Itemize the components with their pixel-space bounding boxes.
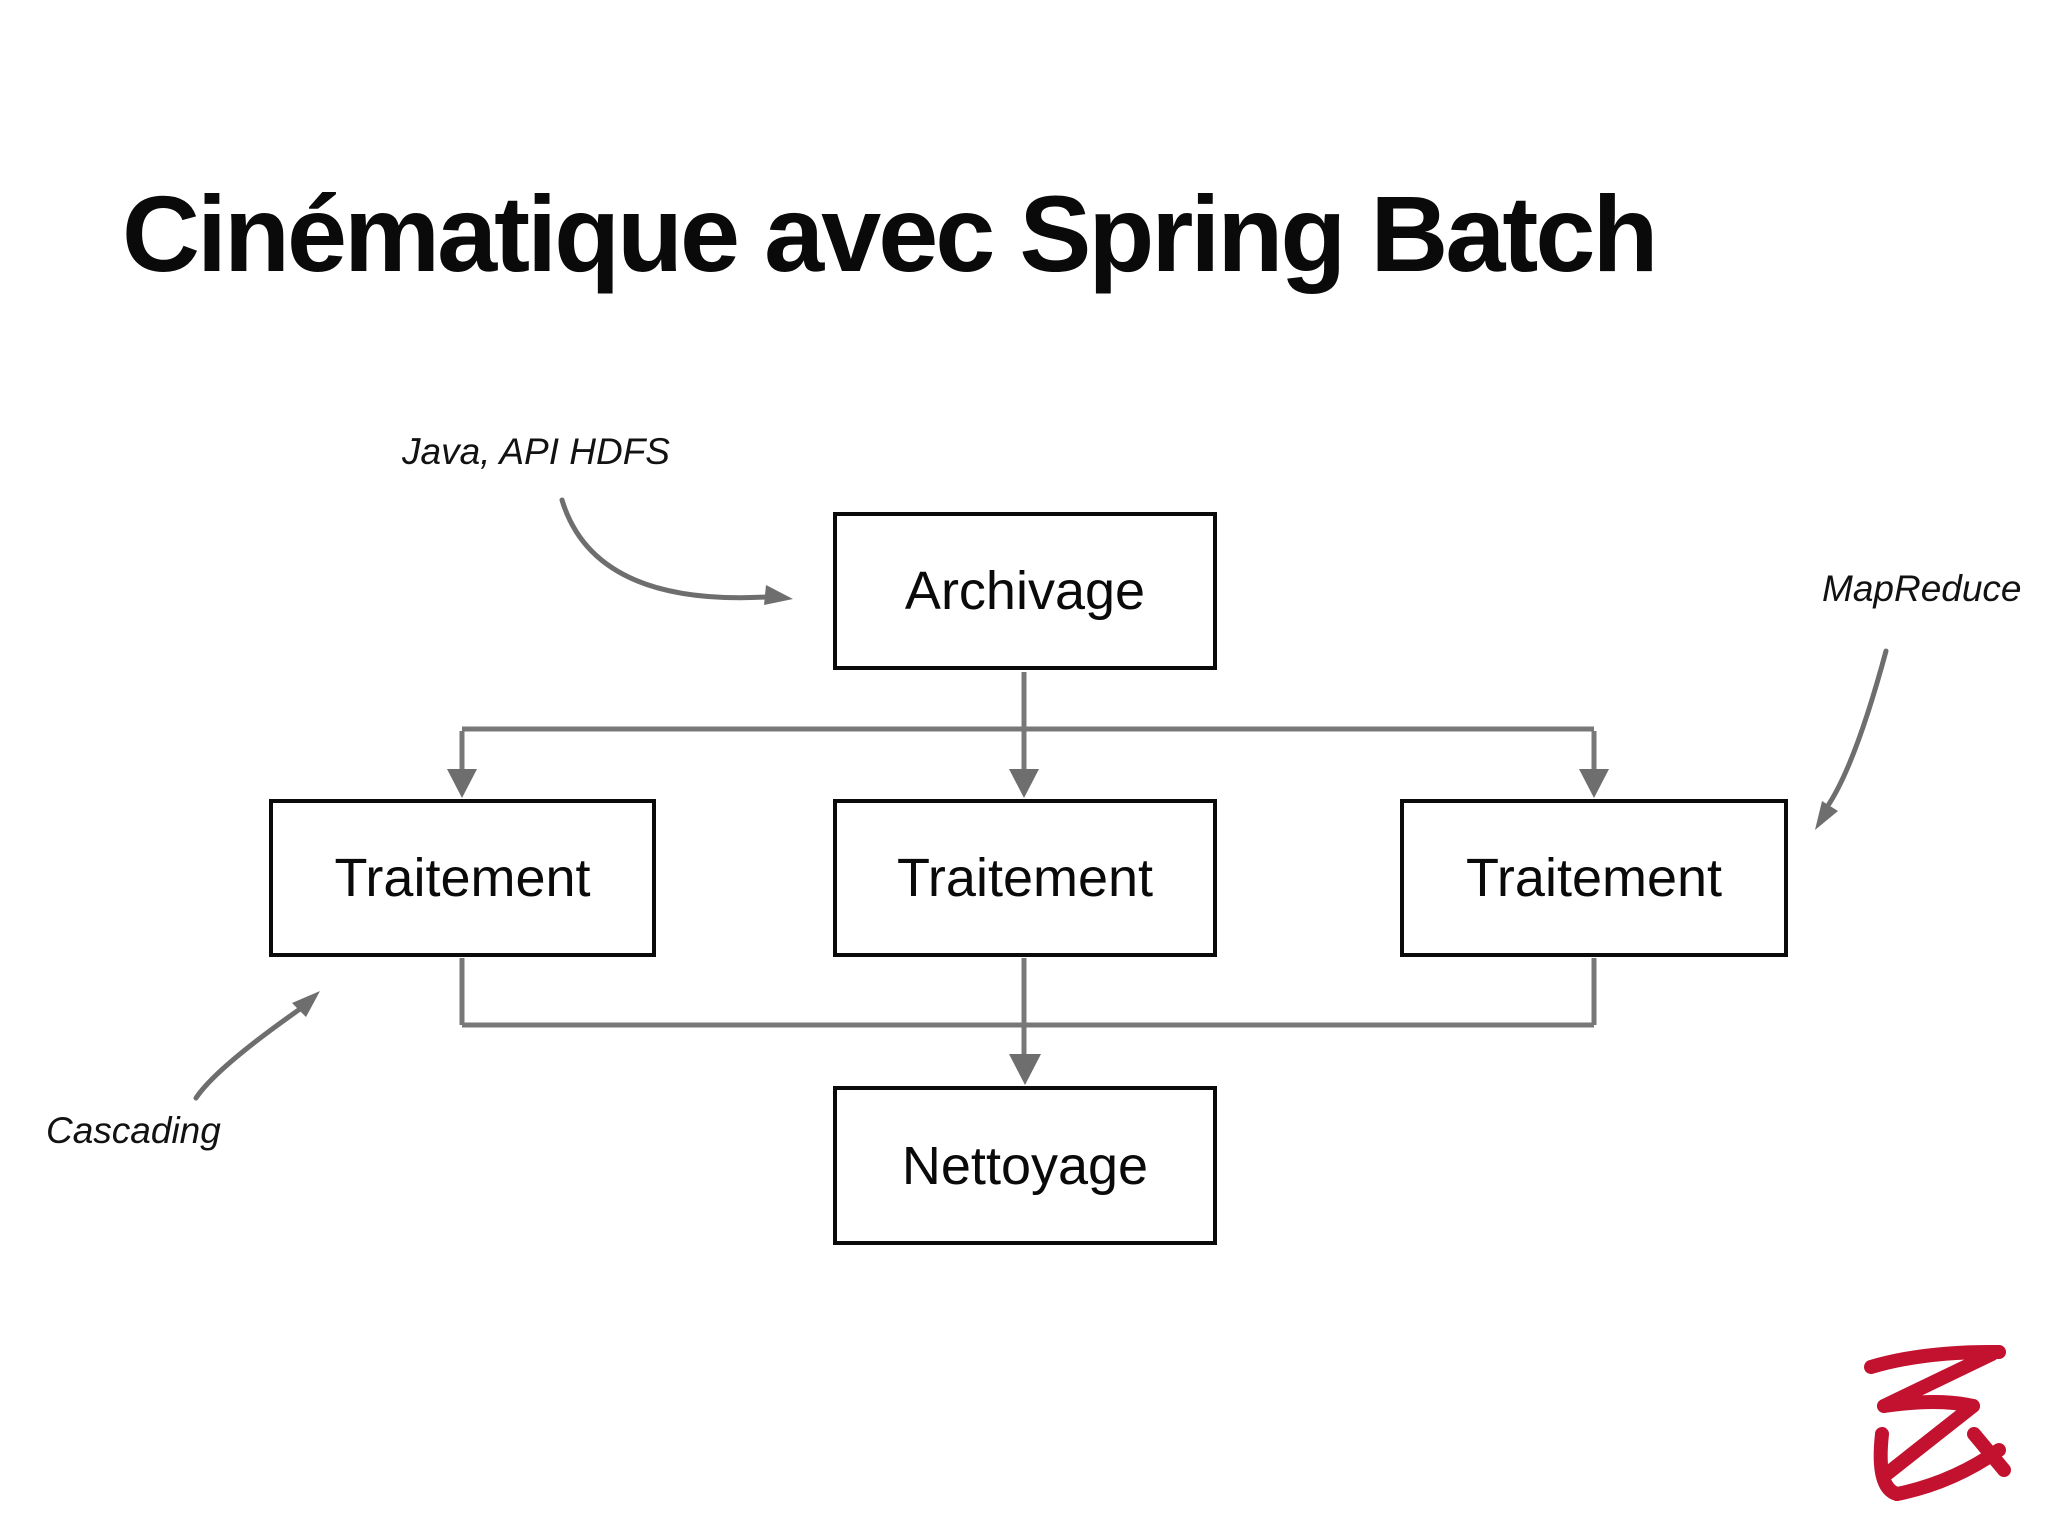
arrowhead-icon: [1009, 769, 1039, 798]
annotation-java-api-hdfs: Java, API HDFS: [402, 431, 670, 472]
node-archivage: Archivage: [833, 512, 1217, 670]
arrowhead-icon: [447, 769, 477, 798]
annotation-arrow-cascading: [193, 1006, 303, 1101]
node-label: Traitement: [334, 848, 591, 908]
node-traitement-left: Traitement: [269, 799, 656, 957]
node-label: Traitement: [896, 848, 1154, 908]
node-traitement-center: Traitement: [833, 799, 1217, 957]
arrowhead-icon: [1579, 769, 1609, 798]
annotation-mapreduce: MapReduce: [1822, 568, 2022, 609]
arrowhead-icon: [1009, 1054, 1041, 1085]
annotation-cascading: Cascading: [46, 1110, 221, 1151]
annotation-arrow-java-hdfs: [559, 497, 769, 601]
node-traitement-right: Traitement: [1400, 799, 1788, 957]
arrowhead-icon: [292, 991, 320, 1017]
brand-signature-logo: [1864, 1344, 2011, 1501]
node-label: Traitement: [1465, 848, 1723, 908]
node-nettoyage: Nettoyage: [833, 1086, 1217, 1245]
node-label: Nettoyage: [901, 1135, 1149, 1196]
annotation-arrow-mapreduce: [1826, 648, 1889, 807]
slide-title: Cinématique avec Spring Batch: [122, 173, 1658, 294]
node-label: Archivage: [904, 561, 1146, 621]
arrowhead-icon: [764, 585, 793, 605]
arrowhead-icon: [1815, 801, 1838, 830]
